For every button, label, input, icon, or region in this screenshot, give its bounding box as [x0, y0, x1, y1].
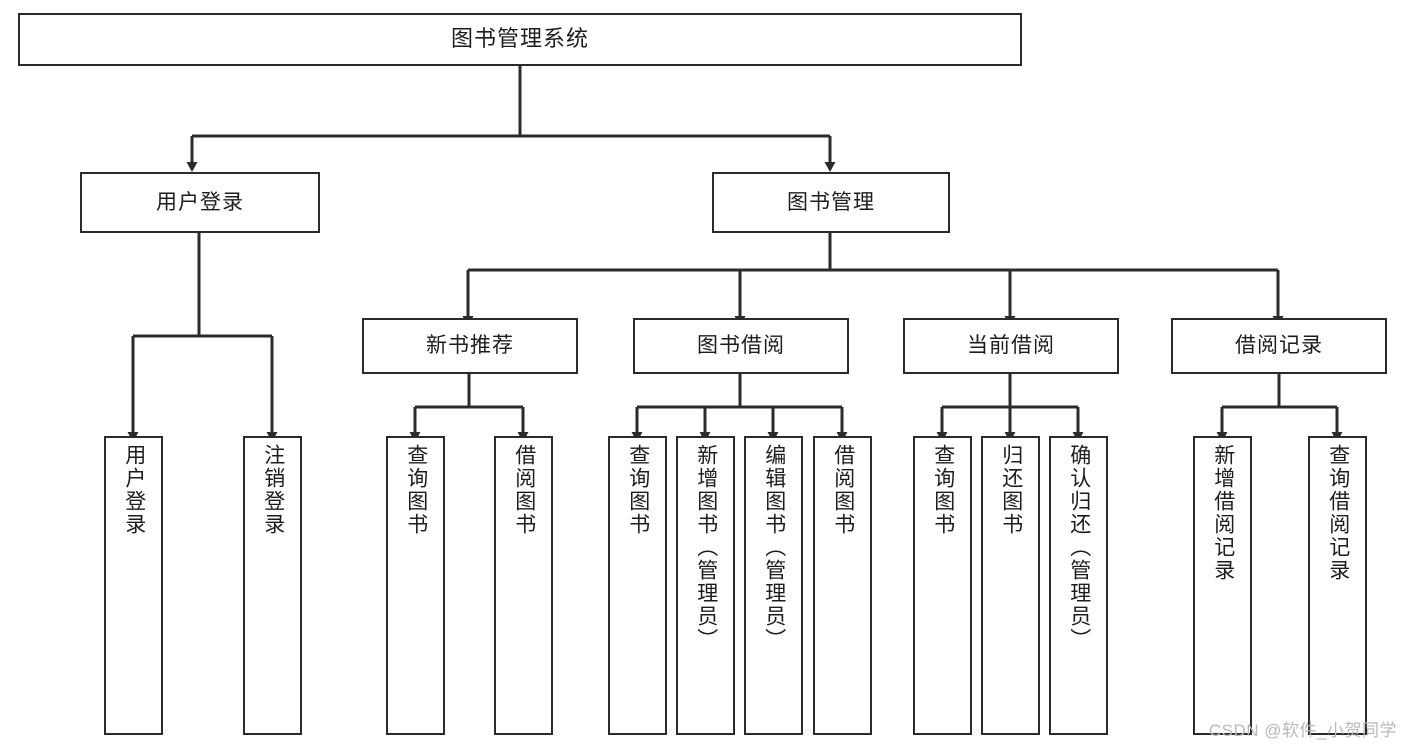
node-borrow-record[interactable]: 借阅记录	[1171, 318, 1387, 374]
node-label: 图书管理	[787, 190, 875, 214]
leaf-query-book-current[interactable]: 查询图书	[913, 436, 972, 735]
node-new-book-recommend[interactable]: 新书推荐	[362, 318, 578, 374]
node-label: 归还图书	[999, 444, 1023, 536]
leaf-query-book-borrow[interactable]: 查询图书	[608, 436, 667, 735]
leaf-add-book[interactable]: 新增图书（管理员）	[676, 436, 735, 735]
leaf-add-borrow-record[interactable]: 新增借阅记录	[1193, 436, 1252, 735]
node-label: 借阅图书	[512, 444, 536, 536]
node-label: 新书推荐	[426, 334, 514, 358]
node-label: 借阅记录	[1235, 334, 1323, 358]
node-label: 图书管理系统	[450, 26, 589, 52]
leaf-borrow-book[interactable]: 借阅图书	[813, 436, 872, 735]
node-label: 新增借阅记录	[1211, 444, 1235, 582]
leaf-query-borrow-record[interactable]: 查询借阅记录	[1308, 436, 1367, 735]
leaf-edit-book[interactable]: 编辑图书（管理员）	[744, 436, 803, 735]
leaf-return-book[interactable]: 归还图书	[981, 436, 1040, 735]
node-label: 借阅图书	[831, 444, 855, 536]
leaf-query-book-recommend[interactable]: 查询图书	[386, 436, 445, 735]
node-root-system[interactable]: 图书管理系统	[18, 13, 1022, 66]
node-label: 用户登录	[122, 444, 146, 536]
node-label: 当前借阅	[967, 334, 1055, 358]
leaf-logout[interactable]: 注销登录	[243, 436, 302, 735]
node-label: 查询借阅记录	[1326, 444, 1350, 582]
node-label: 新增图书（管理员）	[694, 444, 718, 651]
leaf-borrow-book-recommend[interactable]: 借阅图书	[494, 436, 553, 735]
node-book-borrow[interactable]: 图书借阅	[633, 318, 849, 374]
node-label: 用户登录	[156, 190, 244, 214]
node-label: 确认归还（管理员）	[1067, 444, 1091, 651]
node-current-borrow[interactable]: 当前借阅	[903, 318, 1119, 374]
leaf-confirm-return[interactable]: 确认归还（管理员）	[1049, 436, 1108, 735]
node-book-manage[interactable]: 图书管理	[712, 172, 950, 233]
node-label: 图书借阅	[697, 334, 785, 358]
node-label: 查询图书	[626, 444, 650, 536]
node-user-login[interactable]: 用户登录	[80, 172, 320, 233]
node-label: 查询图书	[931, 444, 955, 536]
node-label: 查询图书	[404, 444, 428, 536]
node-label: 编辑图书（管理员）	[762, 444, 786, 651]
node-label: 注销登录	[261, 444, 285, 536]
leaf-user-login[interactable]: 用户登录	[104, 436, 163, 735]
